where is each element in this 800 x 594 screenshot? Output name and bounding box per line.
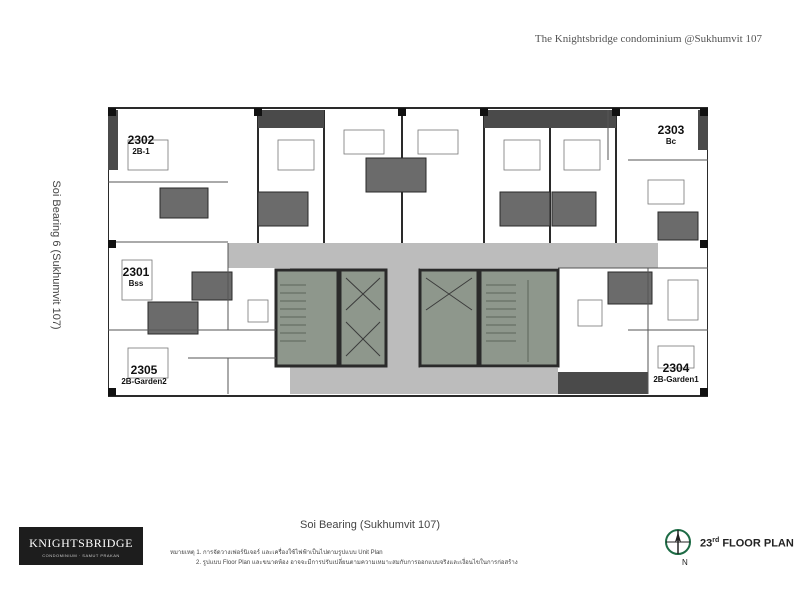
floor-number: 23 [700,537,713,550]
side-road-label: Soi Bearing 6 (Sukhumvit 107) [44,165,68,345]
stair-core-left [274,268,340,368]
unit-2303-label: 2303 Bc [648,124,694,146]
remark-line-2: 2. รูปแบบ Floor Plan และขนาดห้อง อาจจะมี… [196,560,518,566]
unit-type: 2B-Garden1 [653,375,699,384]
floor-plan-title: 23rd FLOOR PLAN [700,537,794,550]
unit-2304-label: 2304 2B-Garden1 [644,362,708,384]
floor-suffix: rd [712,537,720,544]
header-title: The Knightsbridge condominium @Sukhumvit… [534,33,762,45]
unit-number: 2302 [127,133,155,147]
floor-plan-drawing [107,107,709,397]
furniture [121,129,699,379]
unit-number: 2303 [657,123,685,137]
remark-line-1: หมายเหตุ 1. การจัดวางเฟอร์นิเจอร์ และเคร… [170,550,383,556]
unit-type: 2B-1 [132,147,150,156]
interior-walls [108,110,708,394]
lift-shaft-right [418,268,480,368]
logo-brand: KNIGHTSBRIDGE [29,536,133,550]
compass-north-label: N [682,558,688,567]
unit-type: Bss [128,279,144,288]
floor-plan: 2302 2B-1 2303 Bc 2301 Bss 2305 2B-Garde… [107,100,709,400]
bottom-road-label: Soi Bearing (Sukhumvit 107) [300,519,441,531]
unit-2305-label: 2305 2B-Garden2 [112,364,176,386]
bathrooms [147,157,699,335]
unit-2301-label: 2301 Bss [116,266,156,288]
lift-shaft-left [338,268,388,368]
remarks: หมายเหตุ 1. การจัดวางเฟอร์นิเจอร์ และเคร… [170,548,518,568]
lift-cross-right [425,277,473,311]
unit-number: 2305 [130,363,158,377]
lift-cross-left [345,277,381,357]
unit-number: 2301 [122,265,150,279]
unit-number: 2304 [662,361,690,375]
balcony-strips [108,110,708,394]
brand-logo: KNIGHTSBRIDGE CONDOMINIUM · SAMUT PRAKAN [19,527,143,565]
unit-type: 2B-Garden2 [121,377,167,386]
stair-treads-left [280,284,306,342]
corridor-horizontal [228,243,658,268]
side-road-text: Soi Bearing 6 (Sukhumvit 107) [50,180,62,330]
columns [108,108,708,396]
compass-icon [665,529,691,555]
logo-tagline: CONDOMINIUM · SAMUT PRAKAN [42,553,120,558]
unit-type: Bc [665,137,677,146]
unit-2302-label: 2302 2B-1 [118,134,164,156]
floor-plan-label: FLOOR PLAN [722,537,794,550]
stair-core-right [478,268,560,368]
compass: N [664,528,694,570]
stair-treads-right [486,280,529,362]
